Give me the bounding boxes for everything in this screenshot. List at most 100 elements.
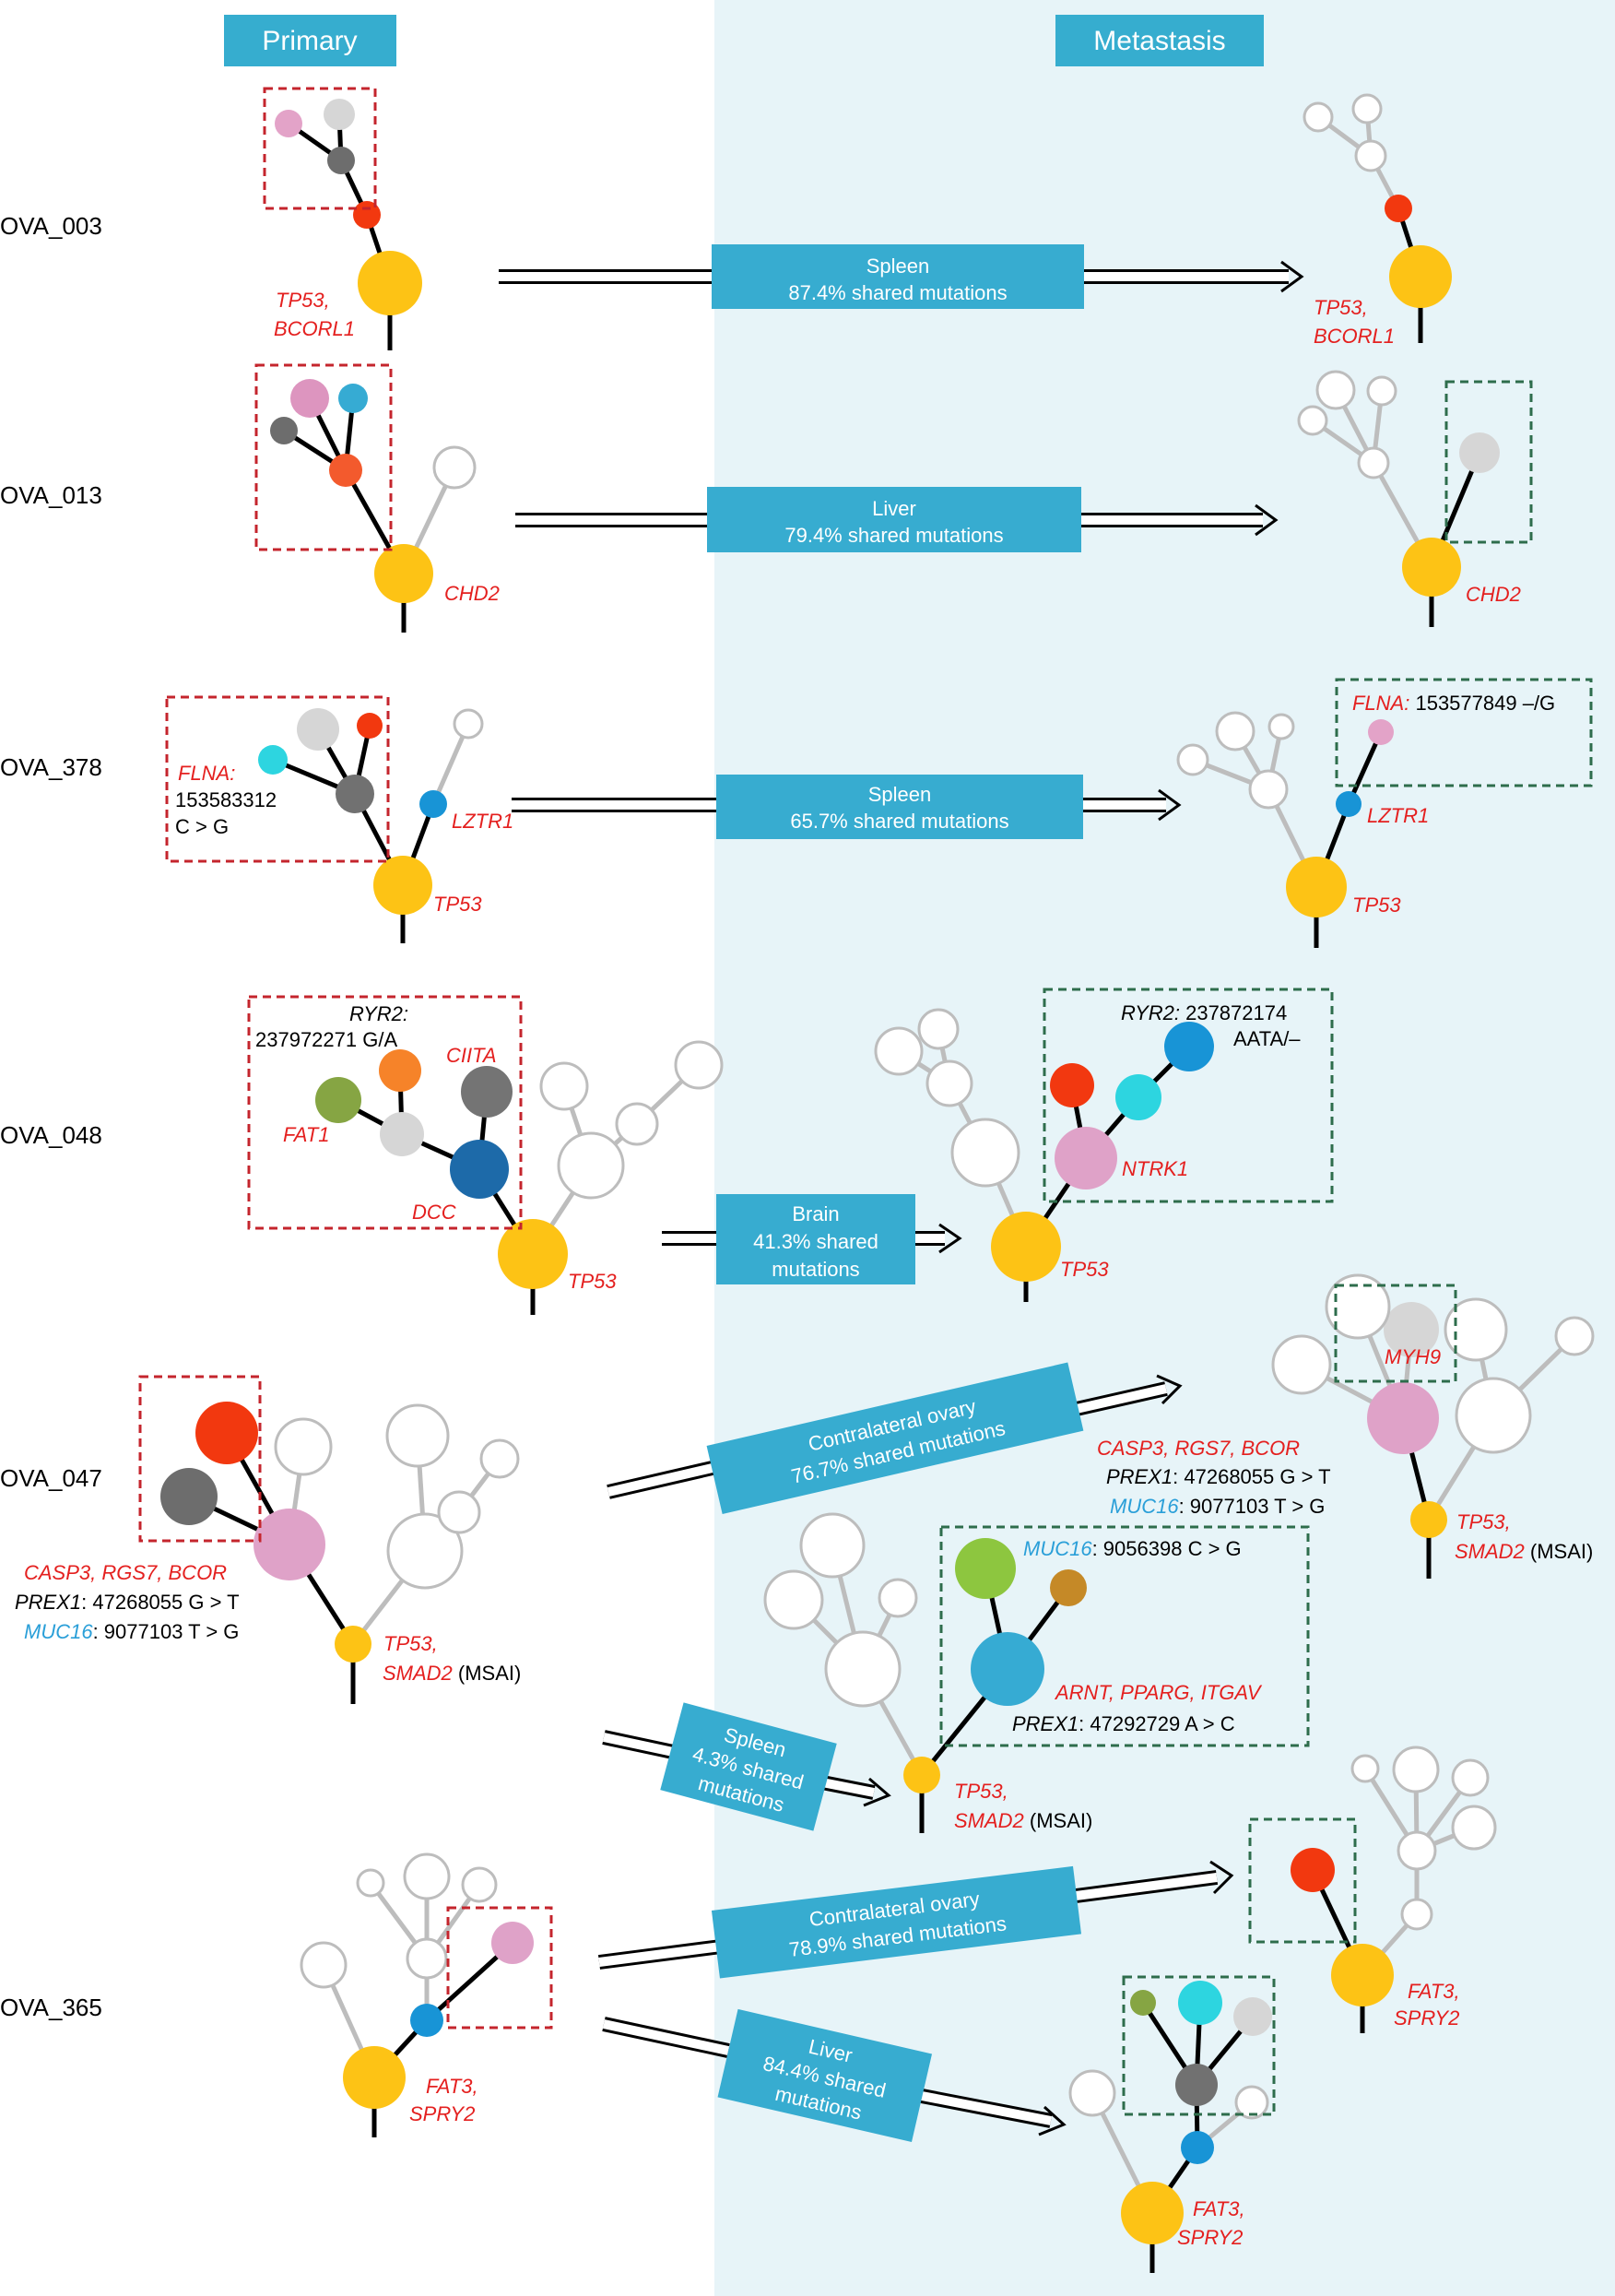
primary-header xyxy=(224,15,396,66)
ova048-transfer-box xyxy=(716,1194,915,1284)
ova047-meta1-label-myh9: MYH9 xyxy=(1385,1345,1441,1368)
ova048-site: Brain xyxy=(792,1202,839,1225)
svg-text:PREX1: 47268055 G > T: PREX1: 47268055 G > T xyxy=(1106,1465,1331,1488)
ova378-metastasis-tree xyxy=(1176,678,1593,948)
ova013-primary-label-chd2: CHD2 xyxy=(444,582,500,605)
ova047-meta1-label-msai: (MSAI) xyxy=(1525,1540,1594,1563)
ova378-meta-label-lztr1: LZTR1 xyxy=(1367,804,1429,827)
ova013-meta-label-chd2: CHD2 xyxy=(1466,583,1521,606)
ova378-primary-label-flna-change: C > G xyxy=(175,815,229,838)
ova048-primary-label-ryr2: RYR2: xyxy=(349,1002,408,1025)
primary-header-label: Primary xyxy=(262,26,357,56)
ova365-meta1-label-fat3: FAT3, xyxy=(1408,1980,1460,2003)
ova365-primary-label-fat3: FAT3, xyxy=(426,2075,478,2098)
ova365-meta2-label-spry2: SPRY2 xyxy=(1177,2226,1243,2249)
case-label-ova378: OVA_378 xyxy=(0,753,102,781)
svg-text:MUC16: 9056398 C > G: MUC16: 9056398 C > G xyxy=(1023,1537,1242,1560)
svg-text:PREX1: 47292729 A > C: PREX1: 47292729 A > C xyxy=(1012,1712,1235,1735)
svg-text:MUC16: 9077103 T > G: MUC16: 9077103 T > G xyxy=(1110,1495,1325,1518)
ova047-primary-label-prex1: PREX1 xyxy=(15,1591,81,1614)
ova365-transfer-box-1 xyxy=(711,1865,1082,1979)
ova047-primary-label-muc16-change: : 9077103 T > G xyxy=(93,1620,240,1643)
ova047-primary-label-smad2: SMAD2 xyxy=(383,1662,453,1685)
ova048-shared-1: 41.3% shared xyxy=(753,1230,878,1253)
ova365-meta2-label-fat3: FAT3, xyxy=(1193,2197,1245,2220)
ova047-meta1-label-smad2: SMAD2 xyxy=(1455,1540,1525,1563)
ova003-primary-tree xyxy=(263,87,422,350)
ova048-shared-2: mutations xyxy=(772,1258,859,1281)
ova047-primary-label-casp3: CASP3, RGS7, BCOR xyxy=(24,1561,227,1584)
ova047-transfer-box-2 xyxy=(660,1702,837,1831)
ova048-meta-label-ryr2: RYR2: xyxy=(1121,1001,1180,1024)
ova047-meta2-label-prex1-change: : 47292729 A > C xyxy=(1079,1712,1235,1735)
ova013-primary-tree xyxy=(254,363,477,633)
ova047-meta2-label-smad2: SMAD2 xyxy=(954,1809,1024,1832)
ova378-primary-label-flna-pos: 153583312 xyxy=(175,788,277,811)
ova365-meta1-label-spry2: SPRY2 xyxy=(1394,2006,1459,2030)
ova378-shared: 65.7% shared mutations xyxy=(790,810,1008,833)
ova048-meta-label-ryr2-change: AATA/– xyxy=(1233,1027,1301,1050)
ova003-transfer-box xyxy=(712,244,1084,309)
ova378-primary-label-lztr1: LZTR1 xyxy=(452,810,513,833)
ova003-meta-label-tp53: TP53, xyxy=(1314,296,1368,319)
case-label-ova013: OVA_013 xyxy=(0,481,102,509)
ova013-site: Liver xyxy=(872,497,916,520)
svg-text:MUC16: 9077103 T > G: MUC16: 9077103 T > G xyxy=(24,1620,239,1643)
ova365-transfer-box-2 xyxy=(717,2008,933,2143)
ova013-transfer-box xyxy=(707,487,1081,552)
ova003-primary-label-tp53: TP53, xyxy=(276,289,330,312)
ova048-primary-tree xyxy=(247,995,724,1315)
ova003-metastasis-tree xyxy=(1303,93,1452,343)
ova378-transfer-box xyxy=(716,775,1083,839)
ova047-transfer-box-1 xyxy=(706,1362,1084,1515)
ova048-primary-label-ciita: CIITA xyxy=(446,1044,497,1067)
ova013-metastasis-tree xyxy=(1297,370,1533,627)
case-label-ova003: OVA_003 xyxy=(0,212,102,240)
ova047-primary-label-tp53: TP53, xyxy=(383,1632,438,1655)
ova047-meta2-label-tp53: TP53, xyxy=(954,1780,1008,1803)
ova047-primary-label-msai: (MSAI) xyxy=(453,1662,522,1685)
ova047-meta2-label-prex1: PREX1 xyxy=(1012,1712,1079,1735)
ova365-primary-tree xyxy=(300,1852,553,2137)
svg-text:SMAD2 (MSAI): SMAD2 (MSAI) xyxy=(383,1662,521,1685)
case-label-ova047: OVA_047 xyxy=(0,1464,102,1492)
ova048-meta-label-ntrk1: NTRK1 xyxy=(1122,1157,1188,1180)
metastasis-header xyxy=(1055,15,1264,66)
ova003-site: Spleen xyxy=(866,254,930,278)
ova047-meta2-label-arnt: ARNT, PPARG, ITGAV xyxy=(1054,1681,1263,1704)
ova047-meta1-label-muc16-change: : 9077103 T > G xyxy=(1179,1495,1326,1518)
ova378-primary-label-flna: FLNA: xyxy=(178,762,235,785)
ova047-metastasis-tree-2 xyxy=(763,1512,1310,1833)
ova047-meta2-label-msai: (MSAI) xyxy=(1024,1809,1093,1832)
svg-text:FLNA: 153577849 –/G: FLNA: 153577849 –/G xyxy=(1352,692,1555,715)
metastasis-header-label: Metastasis xyxy=(1093,26,1225,56)
svg-text:RYR2: 237872174: RYR2: 237872174 xyxy=(1121,1001,1287,1024)
ova048-metastasis-tree xyxy=(874,988,1334,1302)
ova048-meta-label-tp53: TP53 xyxy=(1060,1258,1109,1281)
ova047-meta2-label-muc16-change: : 9056398 C > G xyxy=(1092,1537,1242,1560)
ova003-shared: 87.4% shared mutations xyxy=(788,281,1007,304)
ova047-primary-label-muc16: MUC16 xyxy=(24,1620,93,1643)
ova048-meta-label-ryr2-pos: 237872174 xyxy=(1180,1001,1287,1024)
ova047-meta1-label-casp3: CASP3, RGS7, BCOR xyxy=(1097,1437,1300,1460)
ova378-primary-label-tp53: TP53 xyxy=(433,893,482,916)
ova047-primary-label-prex1-change: : 47268055 G > T xyxy=(81,1591,239,1614)
ova047-meta1-label-tp53: TP53, xyxy=(1456,1510,1511,1533)
ova047-meta2-label-muc16: MUC16 xyxy=(1023,1537,1092,1560)
svg-text:SMAD2 (MSAI): SMAD2 (MSAI) xyxy=(954,1809,1092,1832)
ova048-primary-label-ryr2-pos: 237972271 G/A xyxy=(255,1028,397,1051)
ova047-meta1-label-muc16: MUC16 xyxy=(1110,1495,1179,1518)
ova013-shared: 79.4% shared mutations xyxy=(784,524,1003,547)
svg-text:SMAD2 (MSAI): SMAD2 (MSAI) xyxy=(1455,1540,1593,1563)
ova047-primary-tree xyxy=(138,1375,520,1704)
ova047-metastasis-tree-1 xyxy=(1271,1273,1595,1579)
ova378-meta-label-tp53: TP53 xyxy=(1352,894,1401,917)
ova365-metastasis-tree-2 xyxy=(1068,1975,1276,2273)
ova047-meta1-label-prex1: PREX1 xyxy=(1106,1465,1173,1488)
ova378-site: Spleen xyxy=(868,783,932,806)
case-label-ova365: OVA_365 xyxy=(0,1994,102,2021)
ova003-primary-label-bcorl1: BCORL1 xyxy=(274,317,355,340)
ova003-meta-label-bcorl1: BCORL1 xyxy=(1314,325,1395,348)
ova365-primary-label-spry2: SPRY2 xyxy=(409,2102,475,2125)
